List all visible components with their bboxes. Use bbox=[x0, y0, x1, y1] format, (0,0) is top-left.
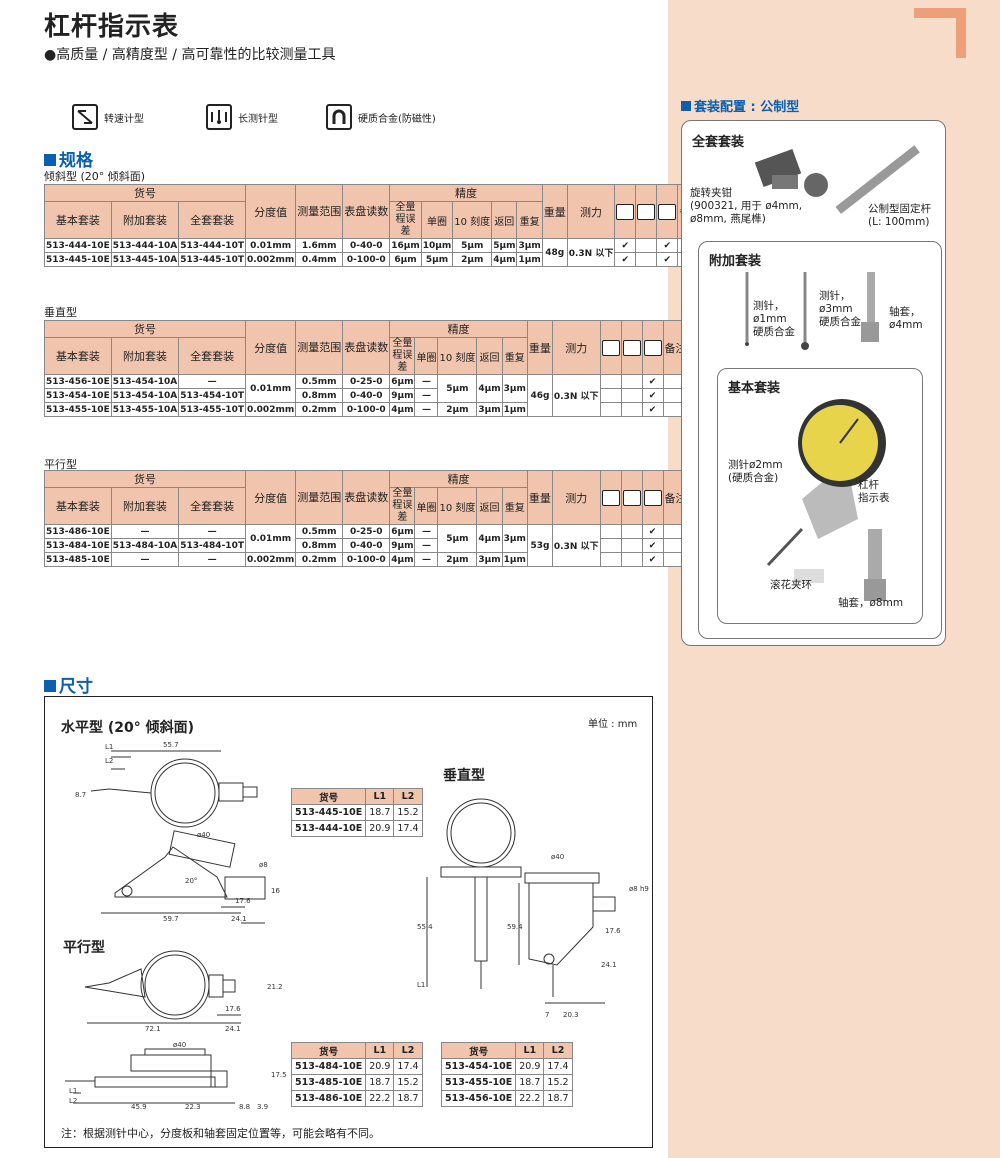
full-kit-title: 全套套装 bbox=[692, 135, 745, 150]
dim-label: 16 bbox=[271, 887, 280, 895]
dim-label: 22.3 bbox=[185, 1103, 201, 1111]
table-label: 平行型 bbox=[44, 458, 77, 471]
dim-label: ø40 bbox=[551, 853, 564, 861]
dims-note: 注：根据测针中心，分度板和轴套固定位置等，可能会略有不同。 bbox=[61, 1127, 380, 1140]
kit-config-panel: 全套套装 旋转夹钳(900321, 用于 ø4mm,ø8mm, 燕尾榫) 公制型… bbox=[681, 120, 946, 646]
knurled-ring-caption: 滚花夹环 bbox=[770, 579, 812, 591]
dim-label: L2 bbox=[105, 757, 113, 765]
tilt-icon bbox=[601, 489, 620, 506]
long-stylus-icon bbox=[206, 104, 232, 130]
clamp-caption: 旋转夹钳(900321, 用于 ø4mm,ø8mm, 燕尾榫) bbox=[690, 187, 803, 225]
magnet-icon bbox=[658, 203, 677, 220]
dim-label: 55.7 bbox=[163, 741, 179, 749]
full-kit-image bbox=[754, 145, 920, 214]
tilt-icon bbox=[601, 339, 620, 356]
dims-horizontal-title: 水平型 (20° 倾斜面) bbox=[61, 720, 195, 736]
feature-label: 转速计型 bbox=[104, 113, 144, 125]
tilt-icon bbox=[616, 203, 635, 220]
feature-long-stylus: 长测针型 bbox=[206, 104, 278, 130]
unit-label: 单位 : mm bbox=[588, 719, 638, 730]
dim-label: 24.1 bbox=[225, 1025, 241, 1033]
long-stylus-icon bbox=[622, 489, 641, 506]
long-stylus-icon bbox=[637, 203, 656, 220]
kit-config-heading: 套装配置 : 公制型 bbox=[681, 96, 799, 115]
dim-label: 8.7 bbox=[75, 791, 86, 799]
feature-label: 长测针型 bbox=[238, 113, 278, 125]
dim-label: ø40 bbox=[173, 1041, 186, 1049]
long-stylus-icon bbox=[622, 339, 641, 356]
feature-magnet: 硬质合金(防磁性) bbox=[326, 104, 436, 130]
dim-label: 24.1 bbox=[231, 915, 247, 923]
dim-label: 21.2 bbox=[267, 983, 283, 991]
dim-label: 45.9 bbox=[131, 1103, 147, 1111]
spec-table-vertical: 货号分度值测量范围表盘读数精度重量测力备注 基本套装附加套装全套套装全量程误差单… bbox=[44, 320, 689, 417]
dim-label: 3.9 bbox=[257, 1103, 268, 1111]
indicator-caption: 杠杆指示表 bbox=[858, 479, 890, 504]
dimension-drawings: 55.7 L1 L2 8.7 ø40 20° ø8 16 17.6 24.1 5… bbox=[65, 741, 649, 1111]
magnet-icon bbox=[643, 489, 662, 506]
page-title: 杠杆指示表 bbox=[44, 12, 180, 42]
section-dims-heading: 尺寸 bbox=[44, 672, 93, 697]
dimension-drawing-box: 水平型 (20° 倾斜面) 单位 : mm 垂直型 平行型 注：根据测针中心，分… bbox=[44, 696, 653, 1148]
dim-label: 59.7 bbox=[163, 915, 179, 923]
section-spec-heading: 规格 bbox=[44, 146, 93, 171]
dim-label: L1 bbox=[105, 743, 113, 751]
magnet-icon bbox=[643, 339, 662, 356]
magnet-icon bbox=[326, 104, 352, 130]
dims-vertical-title: 垂直型 bbox=[443, 768, 485, 784]
tilt-icon bbox=[72, 104, 98, 130]
dim-label: 17.6 bbox=[225, 1005, 241, 1013]
stylus-2mm-caption: 测针ø2mm(硬质合金) bbox=[728, 459, 783, 484]
rod-caption: 公制型固定杆(L: 100mm) bbox=[868, 203, 931, 228]
table-label: 垂直型 bbox=[44, 306, 77, 319]
dim-label: L1 bbox=[69, 1087, 77, 1095]
table-label: 倾斜型 (20° 倾斜面) bbox=[44, 170, 146, 183]
dim-label: 59.4 bbox=[507, 923, 523, 931]
dim-label: 17.6 bbox=[605, 927, 621, 935]
basic-kit-title: 基本套装 bbox=[728, 381, 781, 396]
dim-label: ø8 bbox=[259, 861, 268, 869]
dims-parallel-title: 平行型 bbox=[63, 940, 105, 956]
dim-label: 20° bbox=[185, 877, 197, 885]
dim-label: L1 bbox=[417, 981, 425, 989]
dim-label: 8.8 bbox=[239, 1103, 250, 1111]
dim-label: ø8 h9 bbox=[629, 885, 649, 893]
dim-label: 55.4 bbox=[417, 923, 433, 931]
stem-8mm-caption: 轴套，ø8mm bbox=[838, 597, 904, 609]
dim-label: 72.1 bbox=[145, 1025, 161, 1033]
dim-label: ø40 bbox=[197, 831, 210, 839]
spec-table-parallel: 货号分度值测量范围表盘读数精度重量测力备注 基本套装附加套装全套套装全量程误差单… bbox=[44, 470, 689, 567]
page-subtitle: ●高质量 / 高精度型 / 高可靠性的比较测量工具 bbox=[44, 47, 336, 63]
corner-mark bbox=[914, 8, 966, 58]
dim-label: L2 bbox=[69, 1097, 77, 1105]
dim-label: 17.6 bbox=[235, 897, 251, 905]
basic-kit-image bbox=[766, 399, 886, 601]
add-kit-title: 附加套装 bbox=[709, 254, 762, 269]
stem-4mm-caption: 轴套，ø4mm bbox=[889, 306, 923, 331]
add-kit-image bbox=[745, 272, 879, 350]
dim-label: 17.5 bbox=[271, 1071, 287, 1079]
basic-kit-panel: 基本套装 测针ø2mm(硬质合金) 杠杆指示表 滚花夹环 轴套，ø8mm bbox=[717, 368, 923, 624]
dim-label: 20.3 bbox=[563, 1011, 579, 1019]
feature-tilt: 转速计型 bbox=[72, 104, 144, 130]
dim-label: 7 bbox=[545, 1011, 549, 1019]
dim-label: 24.1 bbox=[601, 961, 617, 969]
feature-label: 硬质合金(防磁性) bbox=[358, 113, 436, 125]
